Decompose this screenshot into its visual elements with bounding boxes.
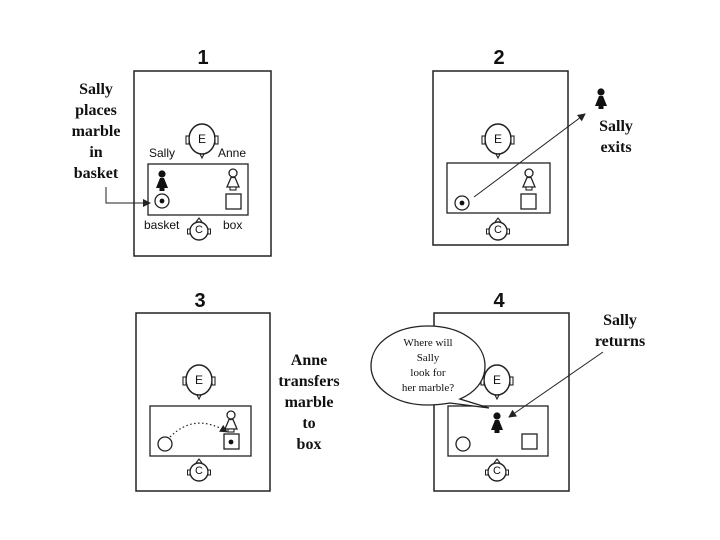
- child-label: C: [195, 465, 203, 477]
- panel-number: 3: [194, 290, 206, 312]
- box-label: box: [223, 218, 243, 232]
- caption-line: marble: [71, 123, 121, 140]
- caption-line: box: [296, 436, 322, 453]
- basket-icon: [157, 436, 173, 452]
- arrow-icon: [473, 113, 586, 198]
- child-label: C: [195, 224, 203, 236]
- caption-line: basket: [73, 165, 119, 182]
- box-icon: [521, 433, 538, 450]
- experimenter-label: E: [197, 132, 206, 146]
- marble-icon: [159, 198, 165, 204]
- panel-caption: Sally returns: [582, 310, 658, 352]
- basket-icon: [455, 436, 471, 452]
- experimenter-label: E: [194, 373, 203, 387]
- caption-line: Sally: [599, 118, 633, 135]
- bubble-line: Where will: [403, 337, 453, 349]
- panel-number: 4: [493, 290, 505, 312]
- caption-line: marble: [284, 394, 334, 411]
- marble-icon: [228, 439, 234, 445]
- experimenter-label: E: [493, 132, 502, 146]
- caption-line: Sally: [603, 312, 637, 329]
- panel-3-frame: [135, 312, 271, 492]
- arrow-icon: [105, 187, 151, 207]
- panel-caption: Anne transfers marble to box: [270, 350, 348, 455]
- panel-caption: Sally exits: [586, 116, 646, 158]
- caption-line: transfers: [278, 373, 340, 390]
- dotted-arrow-icon: [169, 422, 228, 438]
- panel-number: 2: [493, 47, 505, 69]
- caption-line: places: [75, 102, 117, 119]
- experimenter-label: E: [492, 373, 501, 387]
- caption-line: exits: [600, 139, 632, 156]
- child-label: C: [493, 465, 501, 477]
- caption-line: Anne: [290, 352, 328, 369]
- sally-label: Sally: [149, 146, 176, 160]
- speech-bubble-icon: [370, 325, 490, 409]
- basket-label: basket: [144, 218, 180, 232]
- anne-label: Anne: [218, 146, 247, 160]
- marble-icon: [459, 200, 465, 206]
- arrow-icon: [508, 351, 604, 418]
- caption-line: to: [302, 415, 316, 432]
- caption-line: Sally: [79, 81, 113, 98]
- speech-bubble-text: Where will Sally look for her marble?: [378, 336, 478, 396]
- panel-caption: Sally places marble in basket: [58, 79, 134, 184]
- box-icon: [520, 193, 537, 210]
- bubble-line: her marble?: [401, 382, 455, 394]
- bubble-line: Sally: [416, 352, 440, 364]
- panel-number: 1: [197, 47, 209, 69]
- caption-line: in: [89, 144, 103, 161]
- caption-line: returns: [594, 333, 646, 350]
- child-label: C: [494, 224, 502, 236]
- panel-2-frame: [432, 70, 569, 246]
- box-icon: [225, 193, 242, 210]
- sally-figure-icon: [595, 88, 607, 109]
- bubble-line: look for: [410, 367, 446, 379]
